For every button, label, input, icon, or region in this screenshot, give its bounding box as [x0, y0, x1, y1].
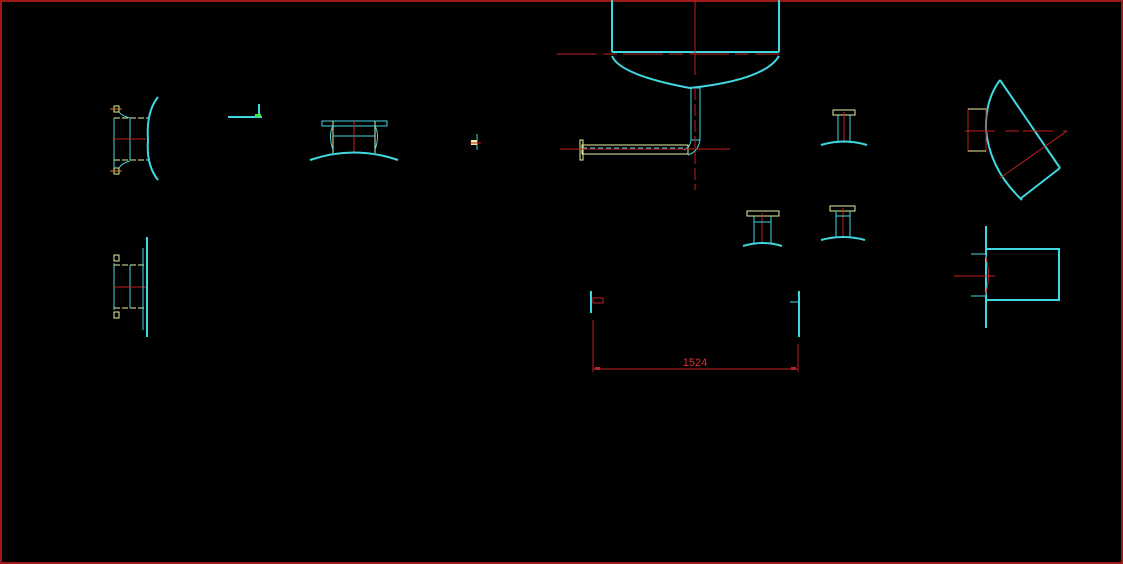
small-fitting[interactable] — [470, 134, 481, 150]
dimensioned-plates[interactable]: 1524 — [590, 291, 800, 372]
rect-nozzle-on-shell[interactable] — [954, 226, 1060, 328]
angle-bracket[interactable] — [228, 104, 262, 118]
nozzle-on-shell-top[interactable] — [309, 120, 399, 161]
nozzle-flange-straight-left[interactable] — [113, 237, 148, 337]
small-nozzle-right-1[interactable] — [820, 109, 868, 146]
small-nozzle-right-2[interactable] — [742, 210, 783, 247]
small-nozzle-right-3[interactable] — [820, 205, 866, 241]
nozzle-flange-curved-left[interactable] — [110, 96, 159, 181]
angled-nozzle[interactable] — [965, 79, 1068, 201]
dimension-label: 1524 — [683, 357, 707, 369]
vessel-bottom-head-with-drain[interactable] — [557, 0, 780, 190]
